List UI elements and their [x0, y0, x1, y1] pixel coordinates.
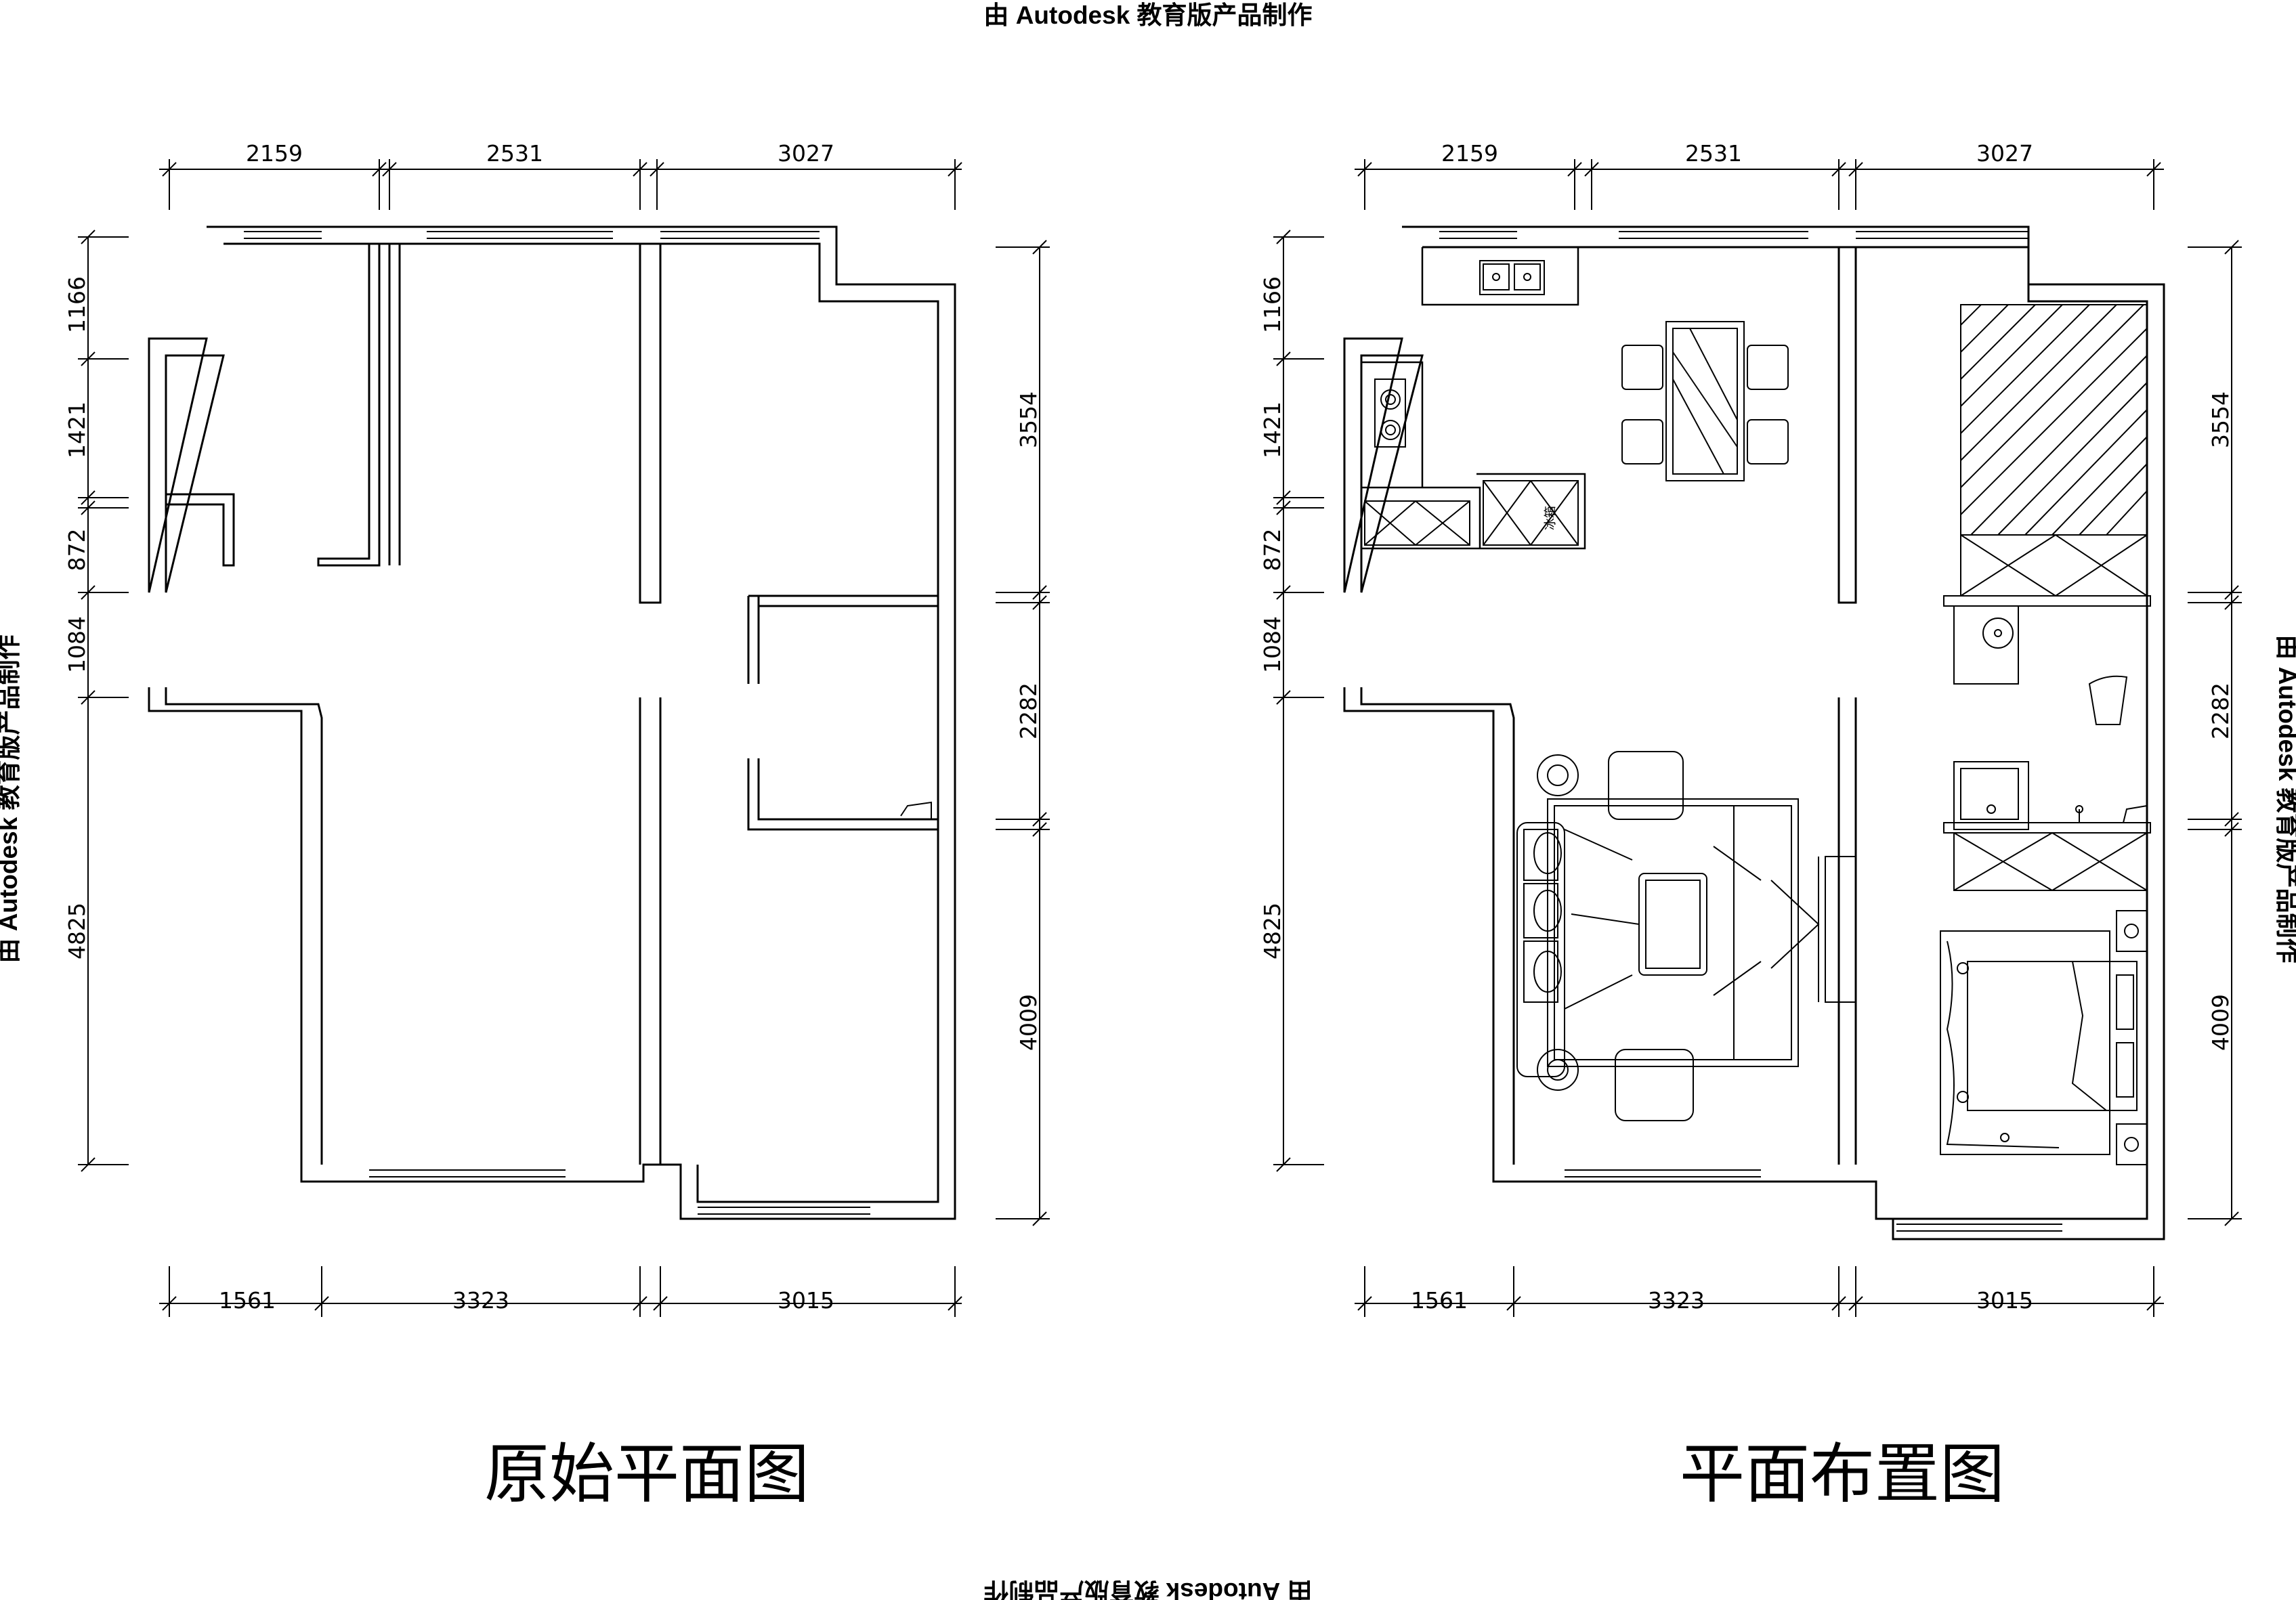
dim-left-4: 1084 [64, 616, 90, 673]
window-top [1439, 231, 2028, 239]
dim-bottom-2: 3323 [1648, 1287, 1705, 1314]
dim-top-2: 2531 [486, 140, 543, 167]
plan-title-original: 原始平面图 [484, 1436, 809, 1512]
dimension-lines-right-plan [1273, 159, 2242, 1317]
window-bottom [369, 1169, 870, 1215]
dim-left-5: 4825 [1259, 903, 1285, 959]
wardrobe [1960, 304, 2148, 597]
watermark-bottom: 由 Autodesk 教育版产品制作 [983, 1578, 1312, 1600]
plan-title-layout: 平面布置图 [1680, 1436, 2005, 1512]
dim-right-2: 2282 [1015, 683, 1042, 739]
dim-left-4: 1084 [1259, 616, 1285, 673]
sink-icon [1479, 260, 1545, 295]
dim-right-1: 3554 [2207, 391, 2234, 448]
dim-bottom-1: 1561 [1411, 1287, 1468, 1314]
exterior-wall-inner [1360, 246, 2148, 1220]
exterior-wall [1343, 225, 2165, 1240]
fridge-icon [1483, 480, 1579, 546]
dim-left-1: 1166 [64, 276, 90, 333]
window-bottom [1565, 1169, 2062, 1232]
window-top [244, 231, 820, 239]
dim-left-1: 1166 [1259, 276, 1285, 333]
watermark-left: 由 Autodesk 教育版产品制作 [0, 634, 22, 963]
interior-walls [1837, 247, 1857, 1165]
dim-left-2: 1421 [1259, 402, 1285, 458]
living-room [1516, 751, 1856, 1121]
dim-left-5: 4825 [64, 903, 90, 959]
original-plan: 2159 2531 3027 1561 3323 3015 1166 1421 … [64, 140, 1050, 1512]
dim-right-3: 4009 [2207, 994, 2234, 1051]
dim-top-1: 2159 [246, 140, 303, 167]
bathroom [1943, 595, 2151, 891]
dim-left-3: 872 [64, 529, 90, 571]
exterior-wall-inner [165, 242, 939, 1203]
dim-bottom-3: 3015 [1976, 1287, 2033, 1314]
dining-set [1621, 321, 1789, 481]
dim-right-1: 3554 [1015, 391, 1042, 448]
stove-icon [1374, 379, 1406, 448]
watermark-top: 由 Autodesk 教育版产品制作 [983, 1, 1312, 29]
fridge-label: 冰箱 [1544, 506, 1558, 530]
dim-left-2: 1421 [64, 402, 90, 458]
watermark-right: 由 Autodesk 教育版产品制作 [2274, 634, 2296, 963]
dim-right-2: 2282 [2207, 683, 2234, 739]
dimension-lines-left-plan [78, 159, 1050, 1317]
bed [1940, 910, 2148, 1165]
layout-plan: 冰箱 [1259, 140, 2242, 1512]
dim-bottom-2: 3323 [452, 1287, 509, 1314]
dim-top-1: 2159 [1441, 140, 1498, 167]
dim-bottom-3: 3015 [778, 1287, 834, 1314]
dim-top-3: 3027 [778, 140, 834, 167]
kitchen: 冰箱 [1361, 247, 1586, 550]
exterior-wall [148, 225, 956, 1220]
dim-right-3: 4009 [1015, 994, 1042, 1051]
fixture-corner [900, 801, 932, 819]
dim-left-3: 872 [1259, 529, 1285, 571]
kitchen-counter [1361, 247, 1586, 550]
dim-bottom-1: 1561 [219, 1287, 276, 1314]
interior-walls [166, 244, 938, 1165]
dim-top-3: 3027 [1976, 140, 2033, 167]
cabinet [1364, 500, 1470, 546]
dim-top-2: 2531 [1685, 140, 1742, 167]
